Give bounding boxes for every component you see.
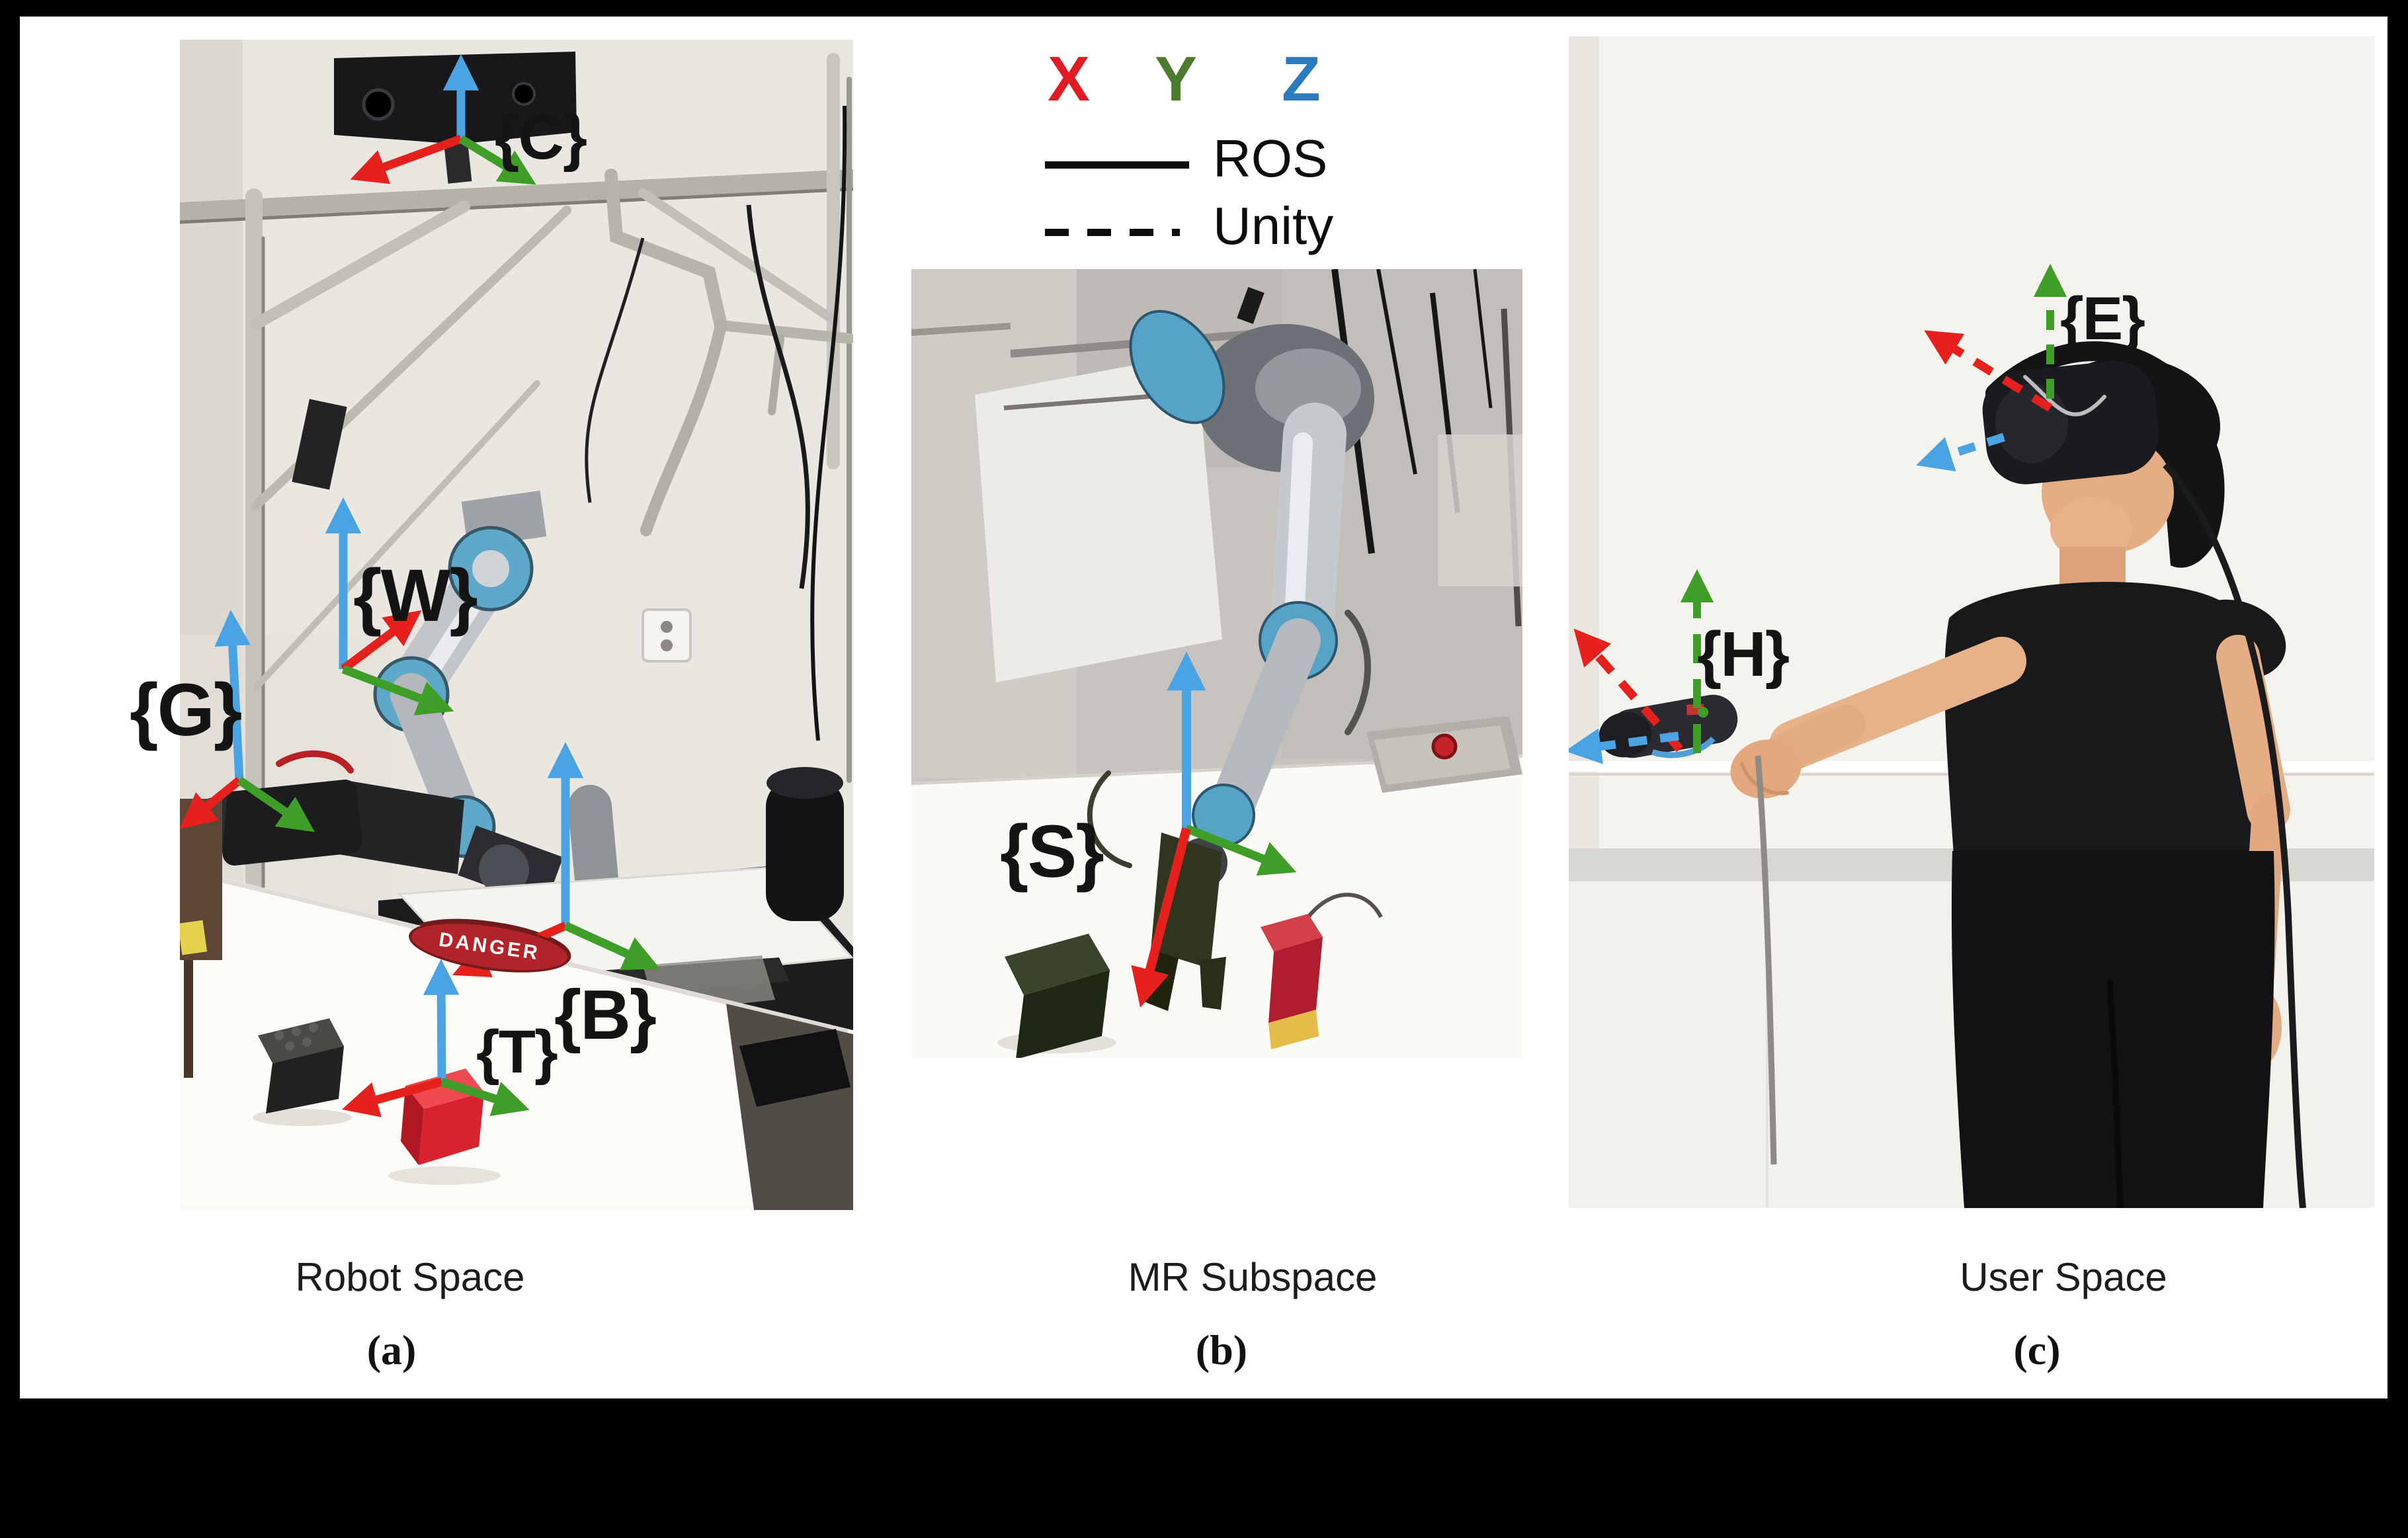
frame-g-z-axis <box>214 610 251 781</box>
frame-label-headset: {E} <box>2060 285 2145 352</box>
green-block <box>1005 934 1110 995</box>
frame-h-z-axis <box>1569 728 1679 764</box>
legend-ros-line <box>1045 161 1189 169</box>
cables <box>585 105 847 741</box>
cables-c <box>1755 462 2306 1208</box>
frame-label-subspace: {S} <box>1000 810 1104 893</box>
caption-robot-space: Robot Space <box>295 1255 525 1299</box>
frame-label-target: {T} <box>476 1018 558 1086</box>
frame-w-x-axis <box>341 610 422 673</box>
wall-outlet <box>642 608 692 663</box>
tracker-box <box>292 399 347 490</box>
mr-subspace-photo <box>911 269 1522 1058</box>
caption-user-space: User Space <box>1960 1255 2167 1299</box>
coordinate-frames-a <box>180 54 660 1117</box>
caption-mr-subspace: MR Subspace <box>1128 1255 1378 1299</box>
ceiling-camera <box>334 52 577 184</box>
controller-cable <box>1755 755 1777 1165</box>
frame-label-wrist: {W} <box>353 554 478 637</box>
robot-joint <box>1129 309 1225 425</box>
camera-lens <box>512 82 536 106</box>
frame-s-x-axis <box>1131 827 1191 1008</box>
frame-g-x-axis <box>180 776 243 829</box>
frame-t-y-axis <box>440 1077 530 1116</box>
dust-collector <box>766 779 844 921</box>
coordinate-frame-s <box>1131 651 1297 1008</box>
frame-w-y-axis <box>341 665 454 715</box>
legend-unity-line <box>1045 229 1180 236</box>
frame-label-hand: {H} <box>1697 619 1790 690</box>
virtual-gripper <box>1151 832 1222 969</box>
legend-unity-label: Unity <box>1213 196 1334 255</box>
virtual-blocks <box>997 893 1383 1058</box>
robot-space-photo <box>180 40 853 1210</box>
frame-label-gripper: {G} <box>130 668 242 751</box>
black-block <box>258 1018 344 1063</box>
frame-label-camera: {C} <box>495 102 587 173</box>
legend-y-axis-label: Y <box>1155 44 1198 114</box>
frame-label-base: {B} <box>554 976 657 1054</box>
frame-t-z-axis <box>423 959 460 1082</box>
legend-ros-label: ROS <box>1213 129 1328 188</box>
e-stop-button <box>1431 733 1458 760</box>
camera-lens <box>362 88 395 121</box>
frame-e-z-axis <box>1916 432 2005 471</box>
red-block <box>405 1069 484 1109</box>
user-space-photo <box>1569 36 2374 1208</box>
frame-t-x-axis <box>341 1077 443 1117</box>
frame-c-y-axis <box>458 135 536 185</box>
left-arm <box>2216 635 2290 832</box>
frame-b-y-axis <box>563 922 660 971</box>
neck <box>2059 547 2126 588</box>
white-table <box>180 868 853 1210</box>
gripper <box>217 780 362 866</box>
frame-c-x-axis <box>350 134 463 184</box>
hand <box>1730 739 1802 799</box>
yellow-tag <box>180 920 208 955</box>
red-yellow-block <box>1261 914 1323 951</box>
virtual-robot-arm <box>1087 309 1374 1011</box>
foreground-table <box>180 799 853 1210</box>
frame-g-y-axis <box>237 776 315 832</box>
headset-cable <box>2163 462 2306 1208</box>
frame-s-y-axis <box>1184 824 1297 876</box>
laptop <box>739 1029 851 1107</box>
panel-index-c: (c) <box>2013 1326 2061 1373</box>
panel-index-b: (b) <box>1195 1326 1248 1373</box>
pants <box>1951 851 2275 1208</box>
frame-e-x-axis <box>1924 330 2053 412</box>
coordinate-frames-c <box>1569 263 2067 764</box>
legend-z-axis-label: Z <box>1282 44 1321 114</box>
panel-index-a: (a) <box>366 1326 417 1373</box>
user-person <box>1730 341 2290 1208</box>
aluminum-scaffold <box>180 53 853 1030</box>
frame-h-x-axis <box>1573 628 1683 752</box>
legend-x-axis-label: X <box>1048 44 1091 114</box>
